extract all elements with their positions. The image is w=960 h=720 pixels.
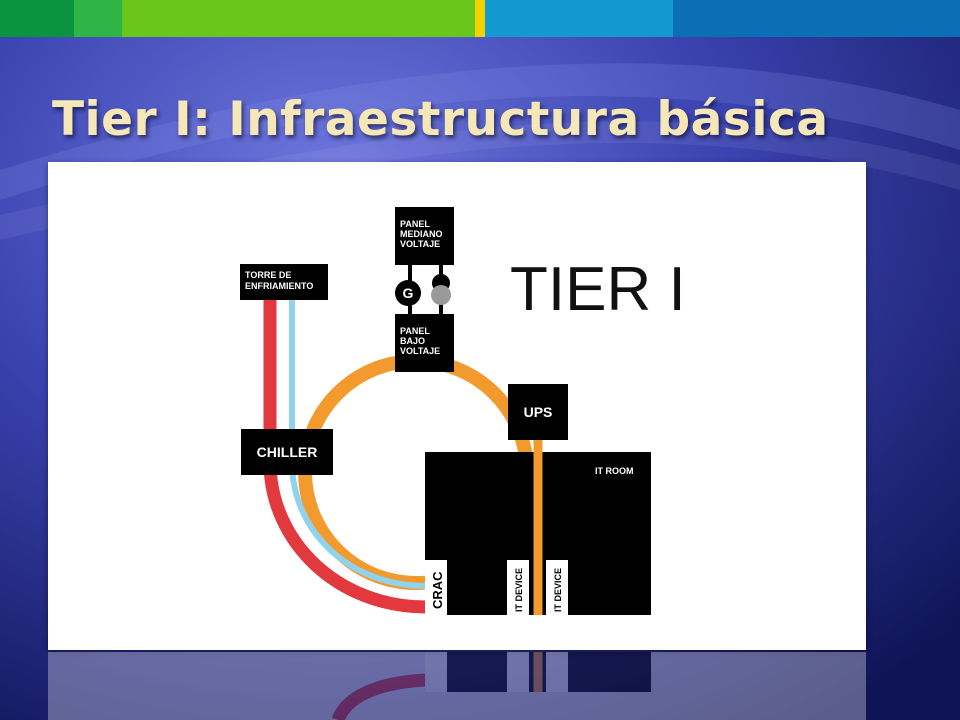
- panel-mediano-label-2: MEDIANO: [400, 229, 443, 239]
- it-room-label: IT ROOM: [595, 466, 634, 476]
- chilled-water-return-pipe: [289, 292, 427, 589]
- top-accent-bar: [0, 0, 960, 37]
- chilled-water-supply-pipe: [263, 292, 427, 614]
- panel-bajo-block: [395, 314, 454, 372]
- panel-mediano-label-1: PANEL: [400, 219, 430, 229]
- generator-label: G: [403, 285, 414, 301]
- diagram-heading: TIER I: [510, 255, 686, 324]
- panel-mediano-block: [395, 207, 454, 265]
- torre-block: [240, 264, 328, 300]
- it-device-label-2: IT DEVICE: [553, 568, 563, 612]
- it-device-unit-1: [507, 560, 529, 615]
- torre-label-2: ENFRIAMIENTO: [245, 281, 313, 291]
- torre-label-1: TORRE DE: [245, 270, 291, 280]
- tier-diagram-frame: PANEL MEDIANO VOLTAJE G PANEL BAJO VOLTA…: [48, 162, 866, 650]
- chiller-block: [241, 429, 333, 475]
- it-device-label-1: IT DEVICE: [514, 568, 524, 612]
- slide-title: Tier I: Infraestructura básica: [52, 92, 829, 147]
- generator-icon: [395, 280, 421, 306]
- tier-diagram: PANEL MEDIANO VOLTAJE G PANEL BAJO VOLTA…: [240, 207, 686, 615]
- crac-label: CRAC: [430, 571, 445, 609]
- crac-unit: [425, 560, 447, 615]
- ups-block: [508, 384, 568, 440]
- chiller-label: CHILLER: [257, 444, 318, 460]
- ups-label: UPS: [524, 404, 553, 420]
- breaker-gray: [431, 285, 451, 305]
- figure-reflection: [48, 652, 866, 720]
- panel-bajo-label-2: BAJO: [400, 336, 425, 346]
- panel-mediano-label-3: VOLTAJE: [400, 239, 440, 249]
- it-device-unit-2: [546, 560, 568, 615]
- panel-bajo-label-3: VOLTAJE: [400, 346, 440, 356]
- panel-bajo-label-1: PANEL: [400, 326, 430, 336]
